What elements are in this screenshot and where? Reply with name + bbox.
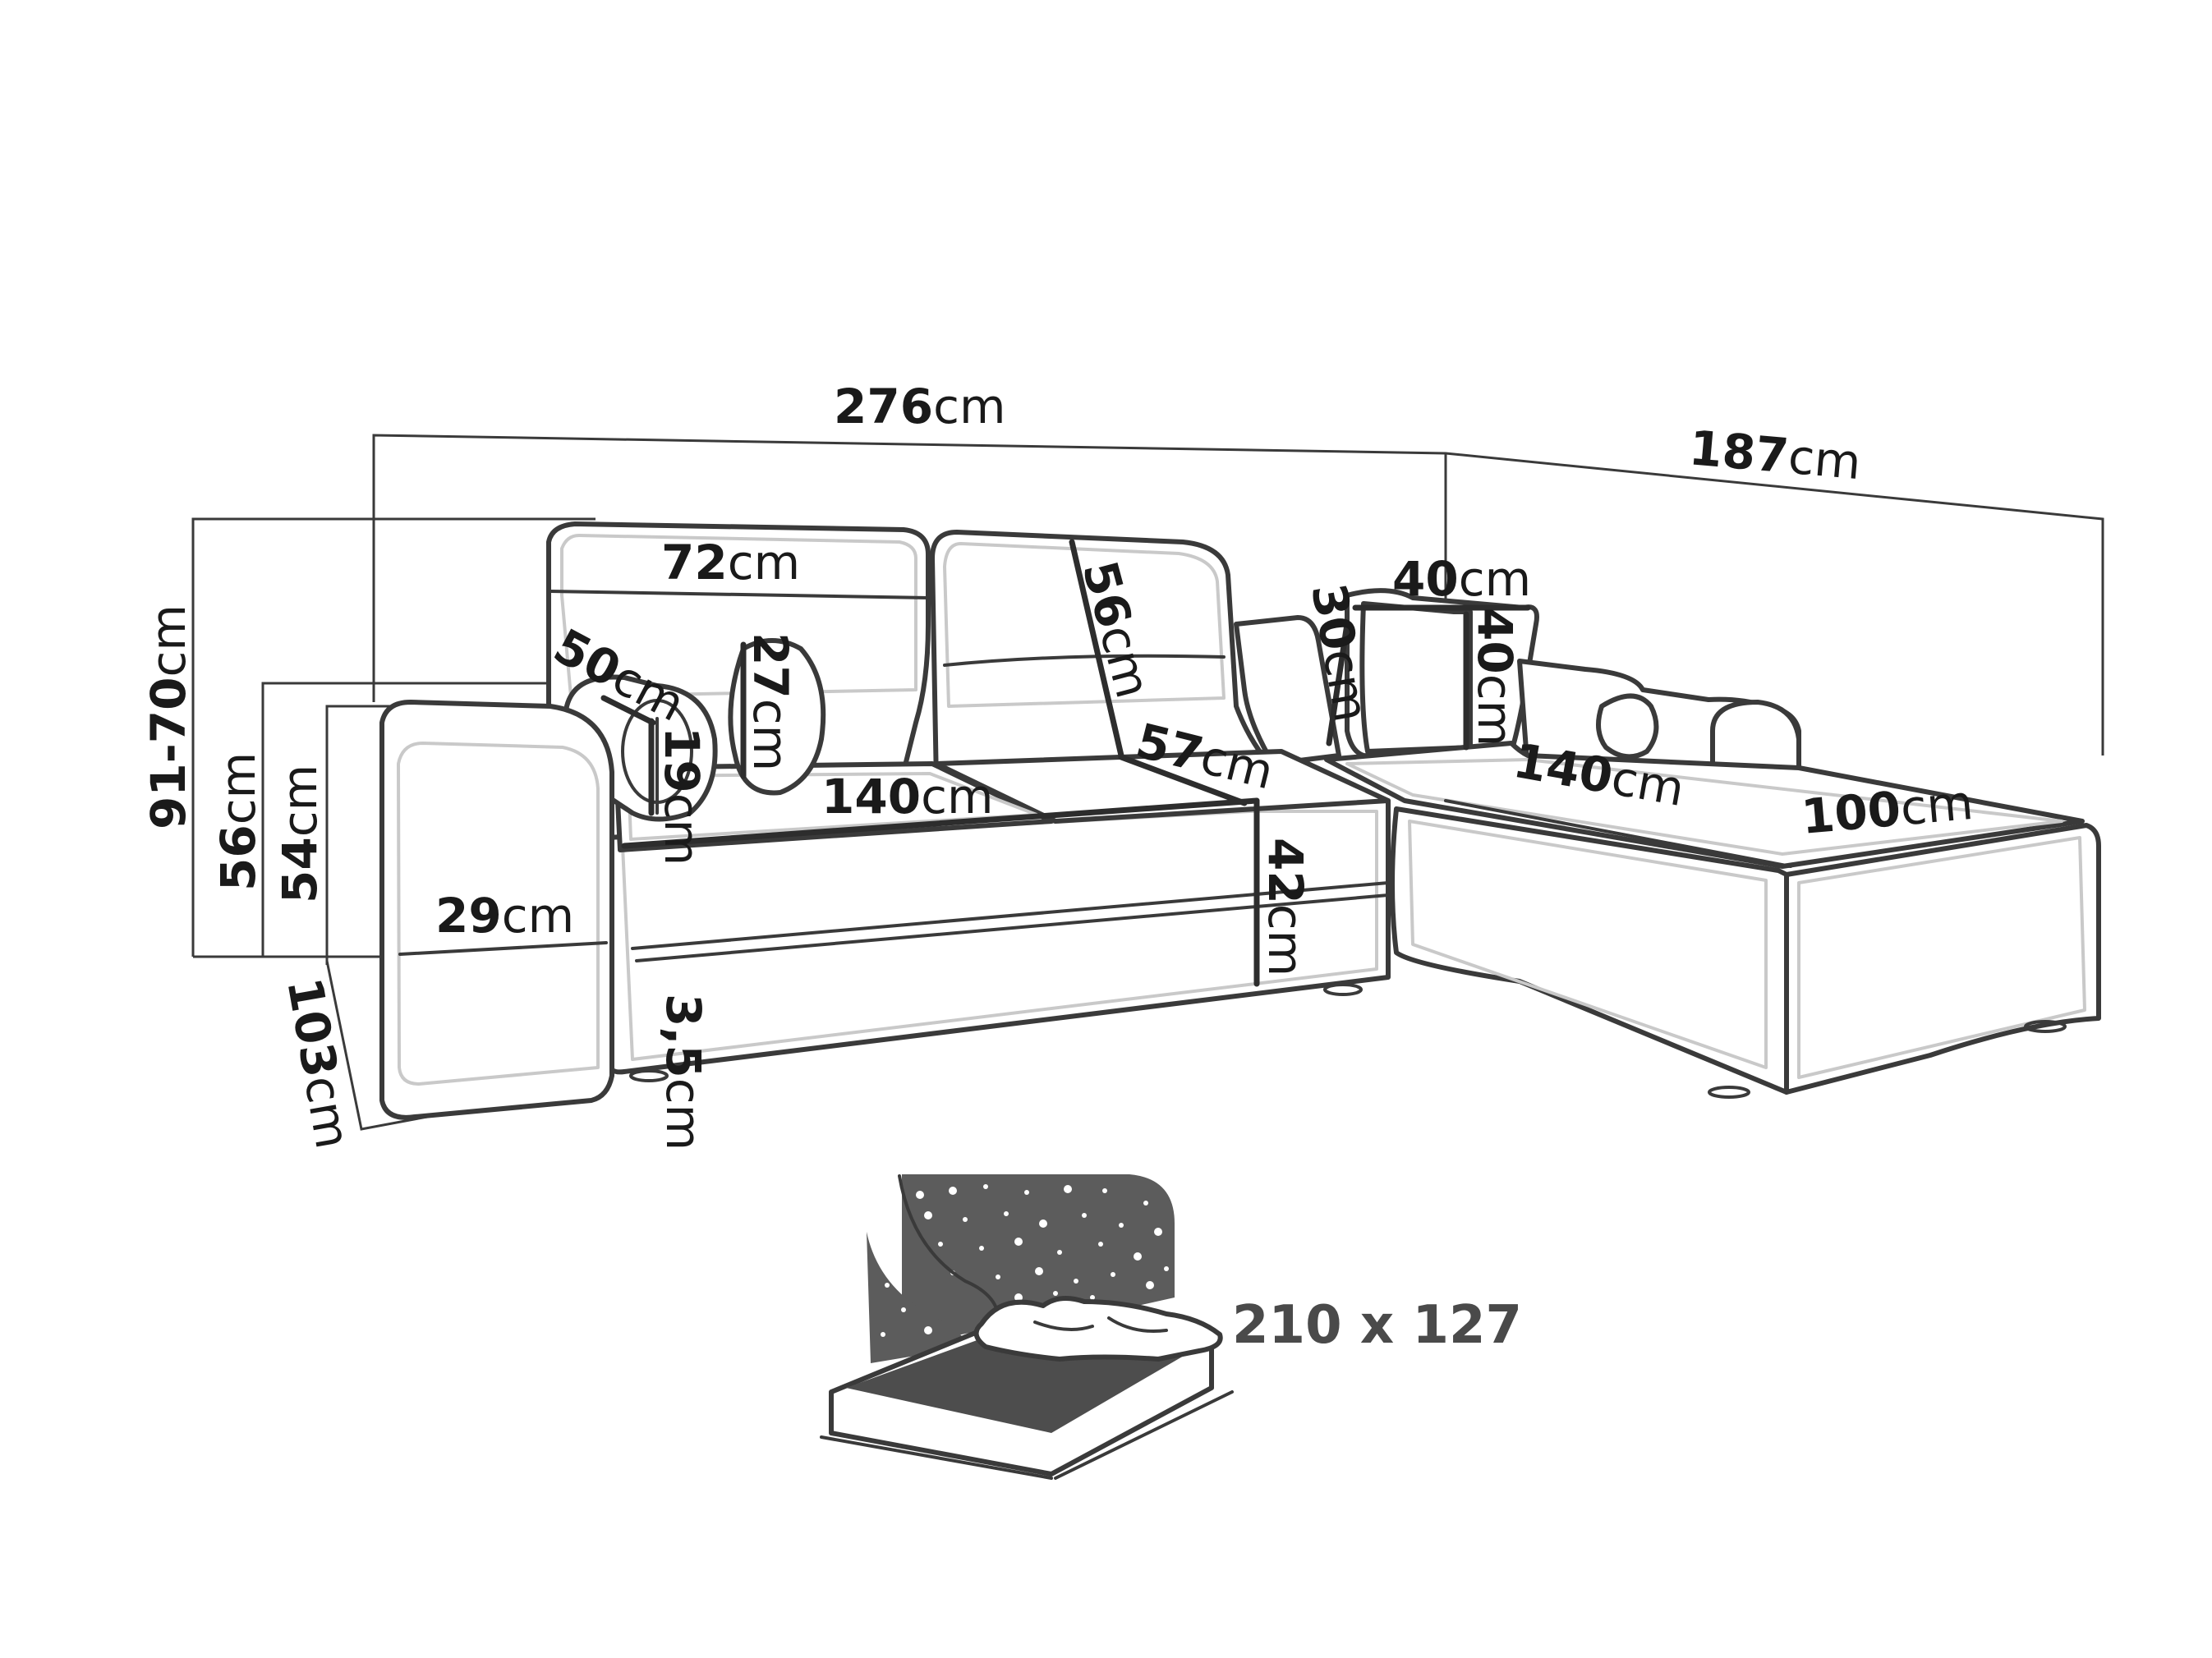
square-pillow-front: [1359, 601, 1473, 754]
star-icon: [916, 1191, 924, 1199]
label-pillow-height: 40cm: [1467, 608, 1523, 746]
sofa-drawing: [379, 521, 2101, 1120]
label-chaise-width: 100cm: [1799, 774, 1975, 845]
label-pillow-depth: 30cm: [1300, 580, 1379, 726]
label-bolster-diameter: 19cm: [654, 727, 710, 866]
label-seat-width: 140cm: [821, 769, 993, 824]
star-icon: [1039, 1219, 1047, 1228]
star-icon: [1111, 1272, 1115, 1277]
star-icon: [881, 1332, 885, 1337]
star-icon: [983, 1184, 988, 1189]
star-icon: [1146, 1281, 1154, 1289]
dimension-labels: 276cm 187cm 72cm 56cm 50cm 19cm 27cm 140…: [140, 379, 1975, 1153]
label-armrest-width: 29cm: [435, 888, 574, 944]
star-icon: [1004, 1211, 1009, 1216]
label-leg-height: 3,5cm: [655, 994, 711, 1150]
label-total-width: 276cm: [834, 379, 1005, 434]
bed-pillows: [973, 1296, 1223, 1362]
label-armrest-height: 56cm: [210, 752, 266, 891]
dimension-guides: [191, 434, 2104, 1131]
star-icon: [1035, 1267, 1043, 1275]
star-icon: [1014, 1293, 1023, 1302]
star-icon: [938, 1242, 943, 1247]
seat-cushion-middle: [934, 749, 1391, 824]
star-icon: [949, 1187, 957, 1195]
star-icon: [1064, 1185, 1072, 1193]
drawer-front: [631, 881, 1390, 962]
label-pillow-width: 40cm: [1392, 551, 1531, 607]
star-icon: [1090, 1295, 1095, 1300]
chaise-base: [1390, 806, 1789, 1095]
star-icon: [1074, 1279, 1078, 1284]
star-icon: [1134, 1252, 1142, 1261]
star-icon: [924, 1211, 932, 1219]
star-icon: [901, 1307, 906, 1312]
label-chaise-length: 187cm: [1687, 420, 1864, 490]
star-icon: [996, 1275, 1000, 1279]
star-icon: [924, 1326, 932, 1334]
star-icon: [1024, 1190, 1029, 1195]
star-icon: [1053, 1291, 1058, 1296]
star-icon: [1164, 1266, 1169, 1271]
chaise-cushion-roll: [1596, 693, 1659, 760]
star-icon: [885, 1283, 890, 1288]
star-icon: [1102, 1188, 1107, 1193]
mattress-top: [846, 1339, 1199, 1433]
chaise-seat-top: [1324, 741, 2085, 869]
star-icon: [1143, 1201, 1148, 1206]
measurement-bars: [600, 539, 1531, 987]
label-total-height: 91-70cm: [140, 604, 196, 829]
star-icon: [1154, 1228, 1162, 1236]
star-icon: [1014, 1238, 1023, 1246]
star-icon: [979, 1246, 984, 1251]
label-back-cushion-width: 72cm: [661, 535, 800, 590]
star-icon: [1082, 1213, 1087, 1218]
star-icon: [1098, 1242, 1103, 1247]
chaise-base-side: [1784, 823, 2101, 1095]
bed-icon: [820, 1174, 1234, 1480]
star-icon: [963, 1217, 968, 1222]
armrest-left: [379, 700, 614, 1120]
star-icon: [1057, 1250, 1062, 1255]
label-seat-height: 42cm: [1258, 838, 1313, 976]
label-side-height: 54cm: [272, 765, 328, 903]
star-icon: [1119, 1223, 1124, 1228]
stars: [881, 1184, 1169, 1349]
bed-size-label: 210 x 127: [1232, 1295, 1522, 1356]
label-cushion-height: 27cm: [743, 632, 798, 771]
round-cushion: [728, 638, 826, 796]
